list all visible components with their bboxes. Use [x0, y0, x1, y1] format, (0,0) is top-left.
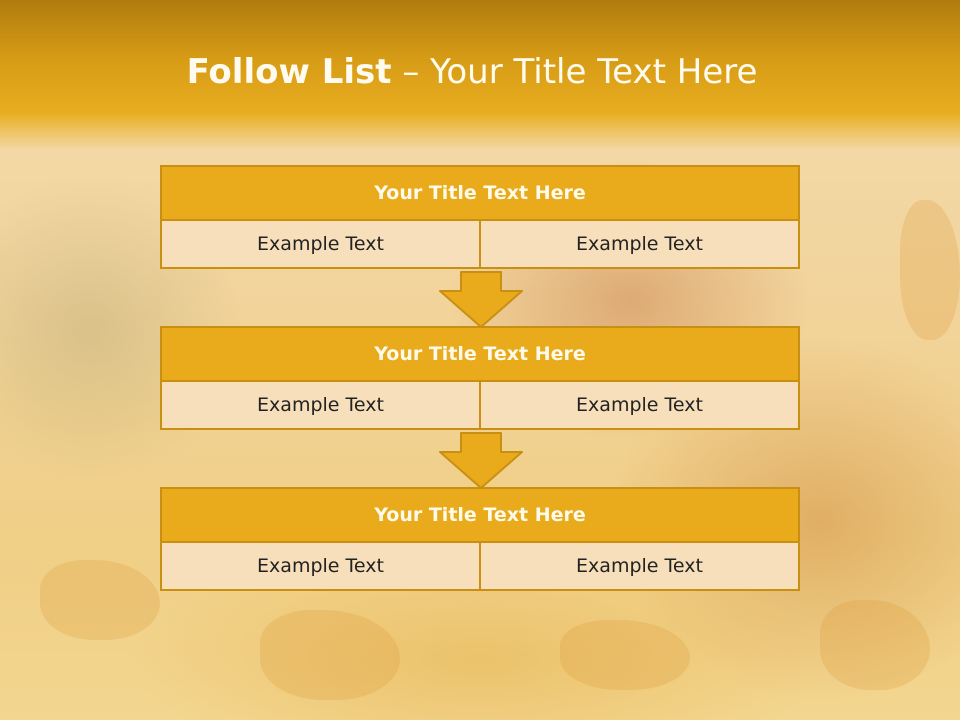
step-block-3: Your Title Text Here Example Text Exampl…	[160, 487, 800, 591]
step-right-cell: Example Text	[481, 382, 800, 430]
step-right-cell: Example Text	[481, 221, 800, 269]
step-block-2: Your Title Text Here Example Text Exampl…	[160, 326, 800, 430]
title-rest: – Your Title Text Here	[391, 52, 758, 92]
slide-title: Follow List – Your Title Text Here	[0, 52, 944, 92]
step-left-cell: Example Text	[160, 382, 481, 430]
step-left-cell: Example Text	[160, 543, 481, 591]
title-bold: Follow List	[186, 52, 392, 92]
step-title: Your Title Text Here	[160, 487, 800, 543]
step-right-cell: Example Text	[481, 543, 800, 591]
step-title: Your Title Text Here	[160, 165, 800, 221]
down-arrow-icon	[439, 271, 523, 328]
down-arrow-icon	[439, 432, 523, 489]
header-band	[0, 0, 960, 150]
step-left-cell: Example Text	[160, 221, 481, 269]
step-row: Example Text Example Text	[160, 382, 800, 430]
step-row: Example Text Example Text	[160, 543, 800, 591]
step-row: Example Text Example Text	[160, 221, 800, 269]
step-block-1: Your Title Text Here Example Text Exampl…	[160, 165, 800, 269]
step-title: Your Title Text Here	[160, 326, 800, 382]
